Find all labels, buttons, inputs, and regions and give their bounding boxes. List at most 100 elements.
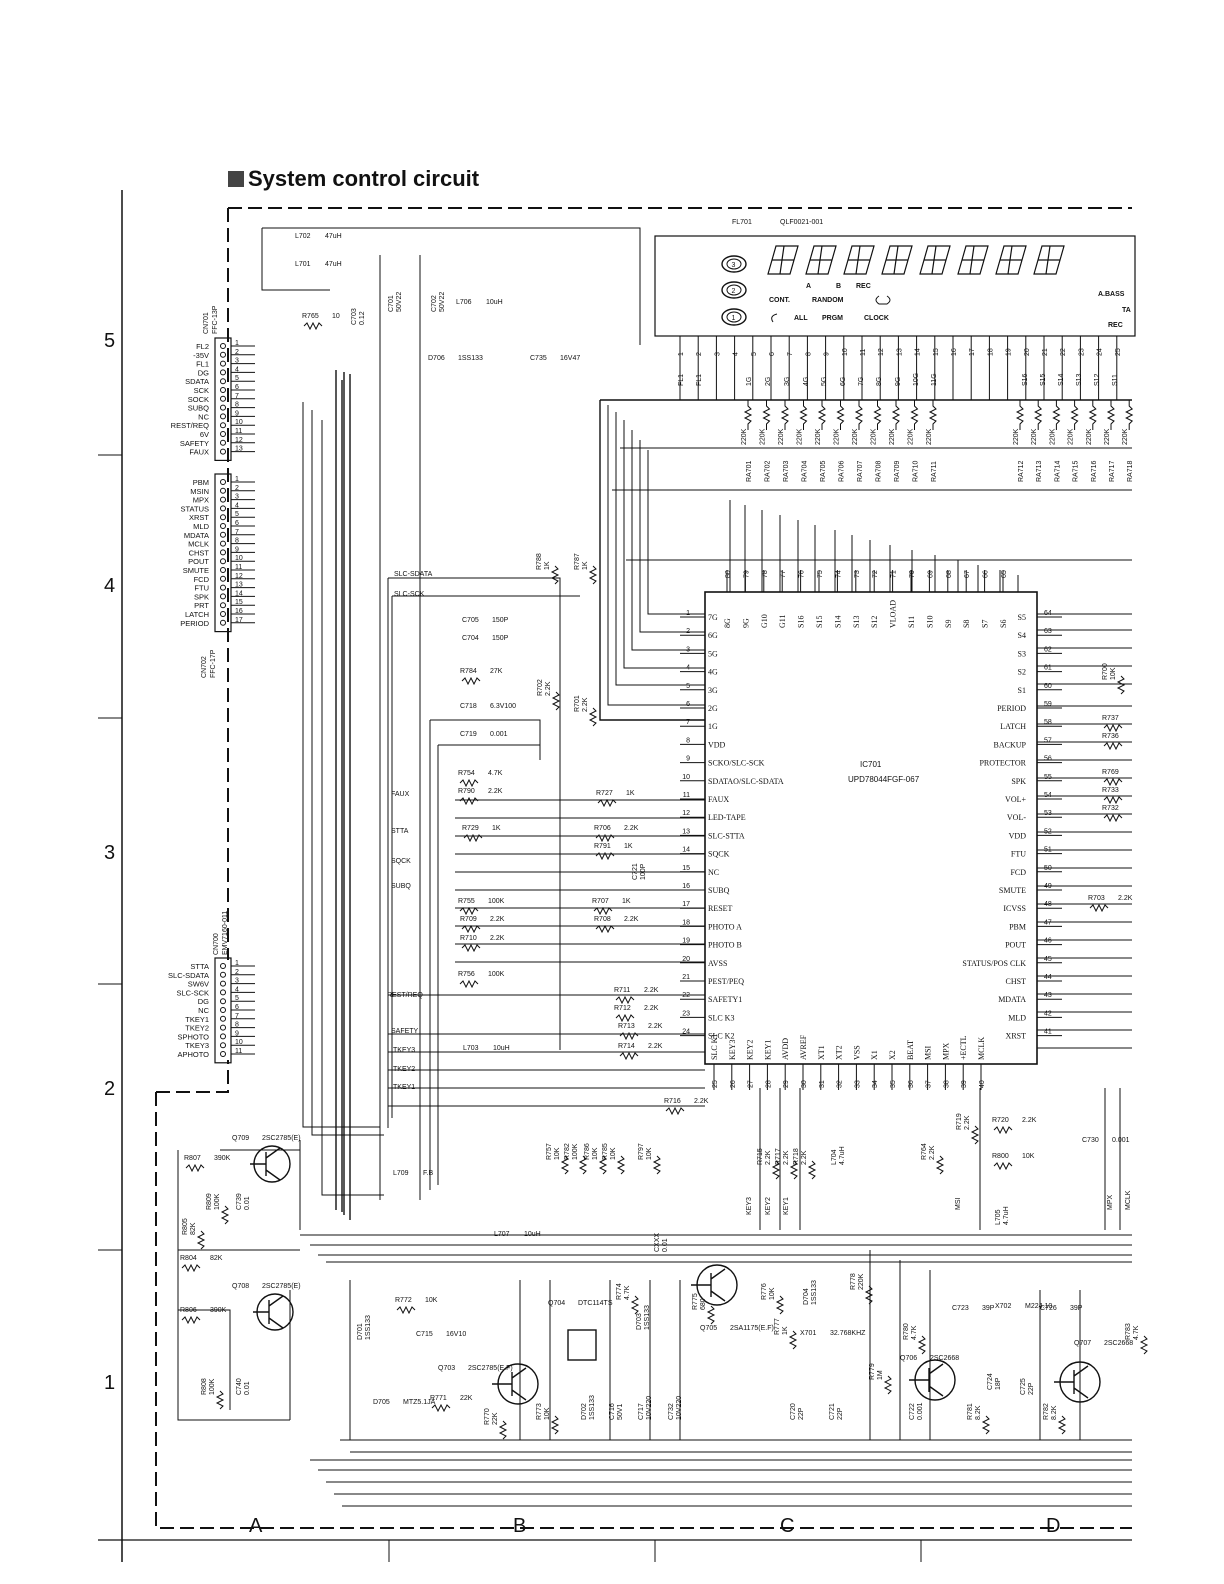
connector-pin-number: 6 bbox=[235, 1004, 239, 1011]
net-label: SAFETY bbox=[391, 1028, 419, 1035]
resistor-array-icon bbox=[873, 400, 882, 430]
connector-pin-number: 5 bbox=[235, 511, 239, 518]
ic-pin-name: S3 bbox=[1018, 649, 1026, 658]
component-value: 47uH bbox=[325, 261, 342, 268]
connector-pin-label: SLC-SDATA bbox=[168, 971, 209, 980]
net-label: SUBQ bbox=[391, 883, 411, 890]
connector-pin-label: XRST bbox=[189, 513, 209, 522]
connector-pin-label: SUBQ bbox=[188, 404, 209, 413]
component-value: 50V22 bbox=[396, 292, 403, 312]
ic-pin-number: 66 bbox=[983, 570, 990, 578]
display-pin-name: S16 bbox=[1022, 373, 1029, 386]
ic-pin-name: BACKUP bbox=[994, 740, 1027, 749]
resistor-array-value: 220K bbox=[1104, 428, 1111, 445]
component-value: 2.2K bbox=[644, 1005, 659, 1012]
ic-pin-number: 14 bbox=[682, 847, 690, 854]
ic-pin-number: 9 bbox=[686, 756, 690, 763]
resistor-array-ref: RA712 bbox=[1018, 460, 1025, 482]
component-value: 2.2K bbox=[624, 916, 639, 923]
component-value: 0.01 bbox=[662, 1238, 669, 1252]
connector-type: EMV7160-011 bbox=[222, 911, 229, 955]
connector-pin-label: PBM bbox=[193, 478, 209, 487]
ic-pin-number: 19 bbox=[682, 938, 690, 945]
component-ref: R717 bbox=[775, 1148, 782, 1165]
connector-pin-number: 6 bbox=[235, 384, 239, 391]
connector-pin-number: 6 bbox=[235, 520, 239, 527]
connector-pin-number: 4 bbox=[235, 502, 239, 509]
ic-pin-name: AVREF bbox=[799, 1034, 808, 1060]
component-ref: D706 bbox=[428, 355, 445, 362]
resistor-array-ref: RA717 bbox=[1109, 460, 1116, 482]
ic-pin-number: 73 bbox=[854, 570, 861, 578]
display-pin-name: 10G bbox=[913, 373, 920, 386]
component-ref: C722 bbox=[909, 1403, 916, 1420]
ic-pin-name: +ECTL bbox=[959, 1035, 968, 1060]
connector-pin-number: 13 bbox=[235, 446, 243, 453]
disc-icon: 3 bbox=[721, 255, 747, 273]
component-value: 390K bbox=[210, 1307, 227, 1314]
net-label: SLC-SDATA bbox=[394, 571, 433, 578]
disc-icon: 1 bbox=[721, 308, 747, 326]
ic-pin-name: S6 bbox=[999, 620, 1008, 628]
component-value: 10K bbox=[425, 1297, 438, 1304]
svg-text:1: 1 bbox=[732, 315, 736, 322]
ic-pin-number: 78 bbox=[762, 570, 769, 578]
component-value: 2.2K bbox=[488, 788, 503, 795]
ic-pin-number: 31 bbox=[819, 1080, 826, 1088]
net-label: MSI bbox=[955, 1198, 962, 1211]
resistor-array-value: 220K bbox=[1086, 428, 1093, 445]
connector-pin-number: 3 bbox=[235, 494, 239, 501]
component-ref: R800 bbox=[992, 1153, 1009, 1160]
component-ref: C740 bbox=[236, 1378, 243, 1395]
component-value: 10K bbox=[544, 1407, 551, 1420]
connector-pin-label: -35V bbox=[193, 351, 209, 360]
ic-pin-name: PBM bbox=[1009, 922, 1026, 931]
display-pin-name: 5G bbox=[821, 377, 828, 386]
component-value: 390K bbox=[214, 1155, 231, 1162]
resistor-array-ref: RA709 bbox=[894, 460, 901, 482]
resistor-array-value: 220K bbox=[778, 428, 785, 445]
display-pin-name: 6G bbox=[840, 377, 847, 386]
component-value: 82K bbox=[190, 1222, 197, 1235]
component-ref: R804 bbox=[180, 1255, 197, 1262]
component-ref: R782 bbox=[1043, 1403, 1050, 1420]
component-ref: R733 bbox=[1102, 787, 1119, 794]
ic-pin-name: S4 bbox=[1018, 631, 1026, 640]
frame bbox=[98, 190, 1132, 1562]
component-ref: L709 bbox=[393, 1170, 409, 1177]
component-value: 100K bbox=[214, 1193, 221, 1210]
resistor-array-icon bbox=[1015, 400, 1025, 430]
component-value: 39P bbox=[1070, 1305, 1083, 1312]
wiring bbox=[177, 227, 1132, 1507]
component-value: 680 bbox=[700, 1298, 707, 1310]
component-ref: R775 bbox=[692, 1293, 699, 1310]
ic-pin-name: 5G bbox=[708, 649, 718, 658]
component-value: 2.2K bbox=[545, 681, 552, 696]
component-ref: C721 bbox=[829, 1403, 836, 1420]
component-value: 2.2K bbox=[783, 1150, 790, 1165]
net-label: REST/REQ bbox=[387, 992, 423, 999]
component-value: 50V22 bbox=[439, 292, 446, 312]
component-value: 0.01 bbox=[244, 1196, 251, 1210]
resistor-array-icon bbox=[1052, 400, 1061, 430]
resistor-array-ref: RA710 bbox=[913, 460, 920, 482]
connector-pin-number: 1 bbox=[235, 340, 239, 347]
ic-pin-name: 8G bbox=[723, 618, 732, 628]
ic-pin-name: S8 bbox=[962, 620, 971, 628]
component-ref: R797 bbox=[638, 1143, 645, 1160]
component-ref: Q708 bbox=[232, 1283, 249, 1290]
display-pin-name: 3G bbox=[784, 377, 791, 386]
component-ref: C732 bbox=[668, 1403, 675, 1420]
component-ref: R805 bbox=[182, 1218, 189, 1235]
component-ref: L702 bbox=[295, 233, 311, 240]
connector-pin-number: 8 bbox=[235, 538, 239, 545]
svg-text:2: 2 bbox=[732, 288, 736, 295]
connector-pin-number: 10 bbox=[235, 419, 243, 426]
component-value: 10K bbox=[592, 1147, 599, 1160]
ic-pin-name: S9 bbox=[944, 620, 953, 628]
resistor-array-ref: RA703 bbox=[783, 460, 790, 482]
component-ref: Q703 bbox=[438, 1365, 455, 1372]
display-pin-number: 16 bbox=[951, 348, 958, 356]
connector-pin-label: MDATA bbox=[184, 531, 209, 540]
